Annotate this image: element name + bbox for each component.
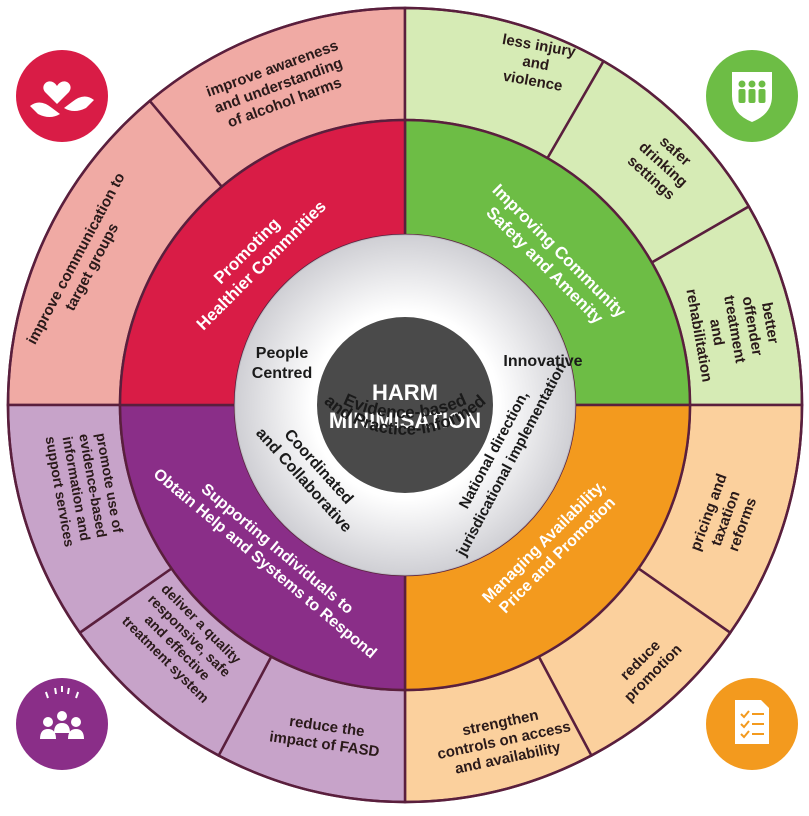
principle-left-line1: People [256,345,309,362]
group-people-icon [16,678,108,770]
svg-text:and: and [706,318,727,347]
checklist-document-icon [706,678,798,770]
center-title: HARM [372,380,438,405]
principle-right: Innovative [503,353,582,370]
hands-heart-icon [16,50,108,142]
community-people-icon [706,50,798,142]
outer-border [6,6,804,804]
center-title-line2: MINIMISATION [329,408,481,433]
principle-left-line2: Centred [252,365,312,382]
center-disc [317,317,493,493]
outer-label-bl-3: promote use ofevidence-basedinformation … [42,432,126,549]
svg-text:and: and [521,53,550,74]
